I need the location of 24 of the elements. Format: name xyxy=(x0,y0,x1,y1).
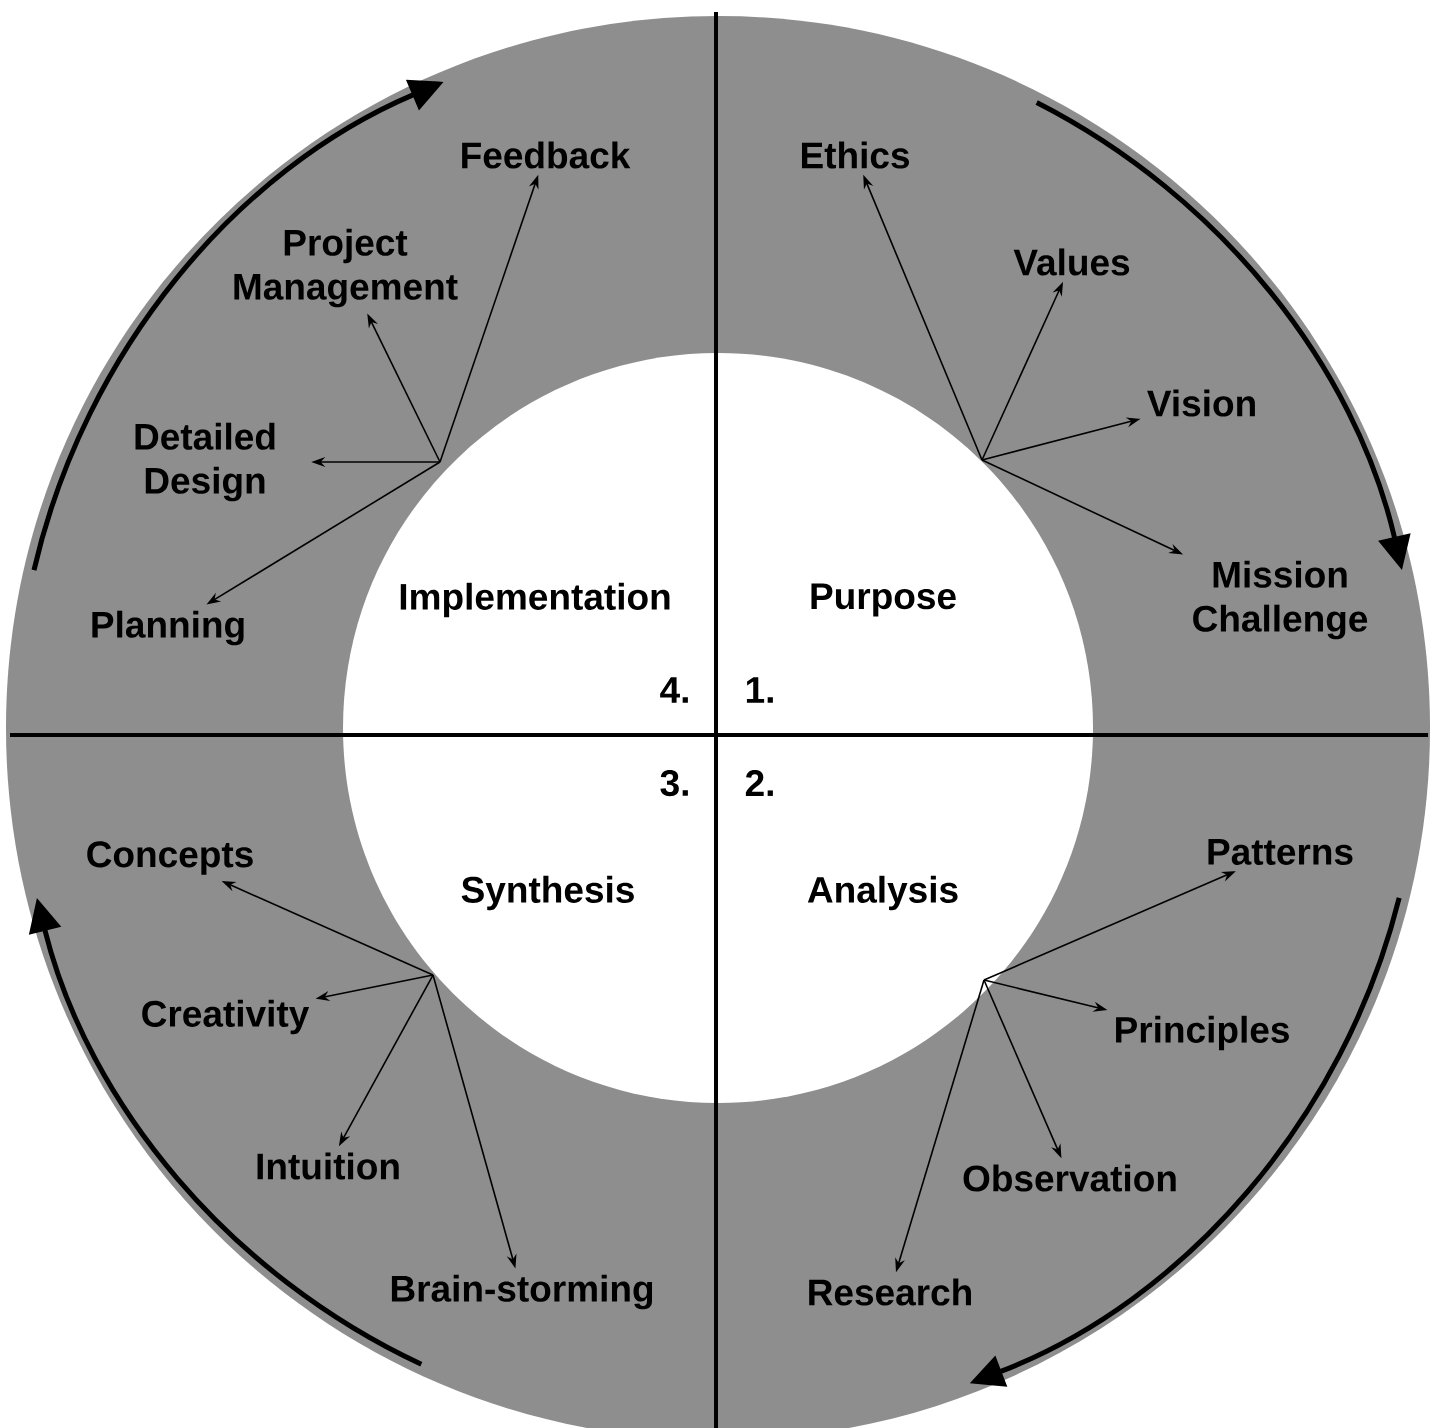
text-label: Brain-storming xyxy=(391,1274,653,1310)
quadrant-title: Purpose xyxy=(811,583,956,617)
quadrant-title: Analysis xyxy=(807,875,958,911)
text-label: Values xyxy=(1013,248,1130,276)
quadrant-title: Implementation xyxy=(400,582,670,618)
step-number: 1. xyxy=(746,677,773,703)
quadrant-title: Synthesis xyxy=(461,875,634,911)
text-label: Intuition xyxy=(257,1152,399,1180)
step-number: 4. xyxy=(660,677,688,703)
text-label: Project Management xyxy=(234,228,458,308)
step-number: 3. xyxy=(660,769,688,797)
text-label: Research xyxy=(809,1278,971,1306)
text-label: Observation xyxy=(963,1164,1176,1192)
text-label: Feedback xyxy=(462,141,631,169)
text-label: Ethics xyxy=(801,141,909,169)
text-label: Planning xyxy=(92,610,244,646)
text-label: Detailed Design xyxy=(135,422,275,502)
step-number: 2. xyxy=(745,770,773,796)
text-label: Patterns xyxy=(1208,839,1353,865)
text-label: Principles xyxy=(1116,1015,1289,1051)
text-label: Mission Challenge xyxy=(1193,560,1368,640)
text-label: Concepts xyxy=(87,841,253,875)
text-label: Creativity xyxy=(142,999,310,1035)
text-label: Vision xyxy=(1147,389,1255,417)
